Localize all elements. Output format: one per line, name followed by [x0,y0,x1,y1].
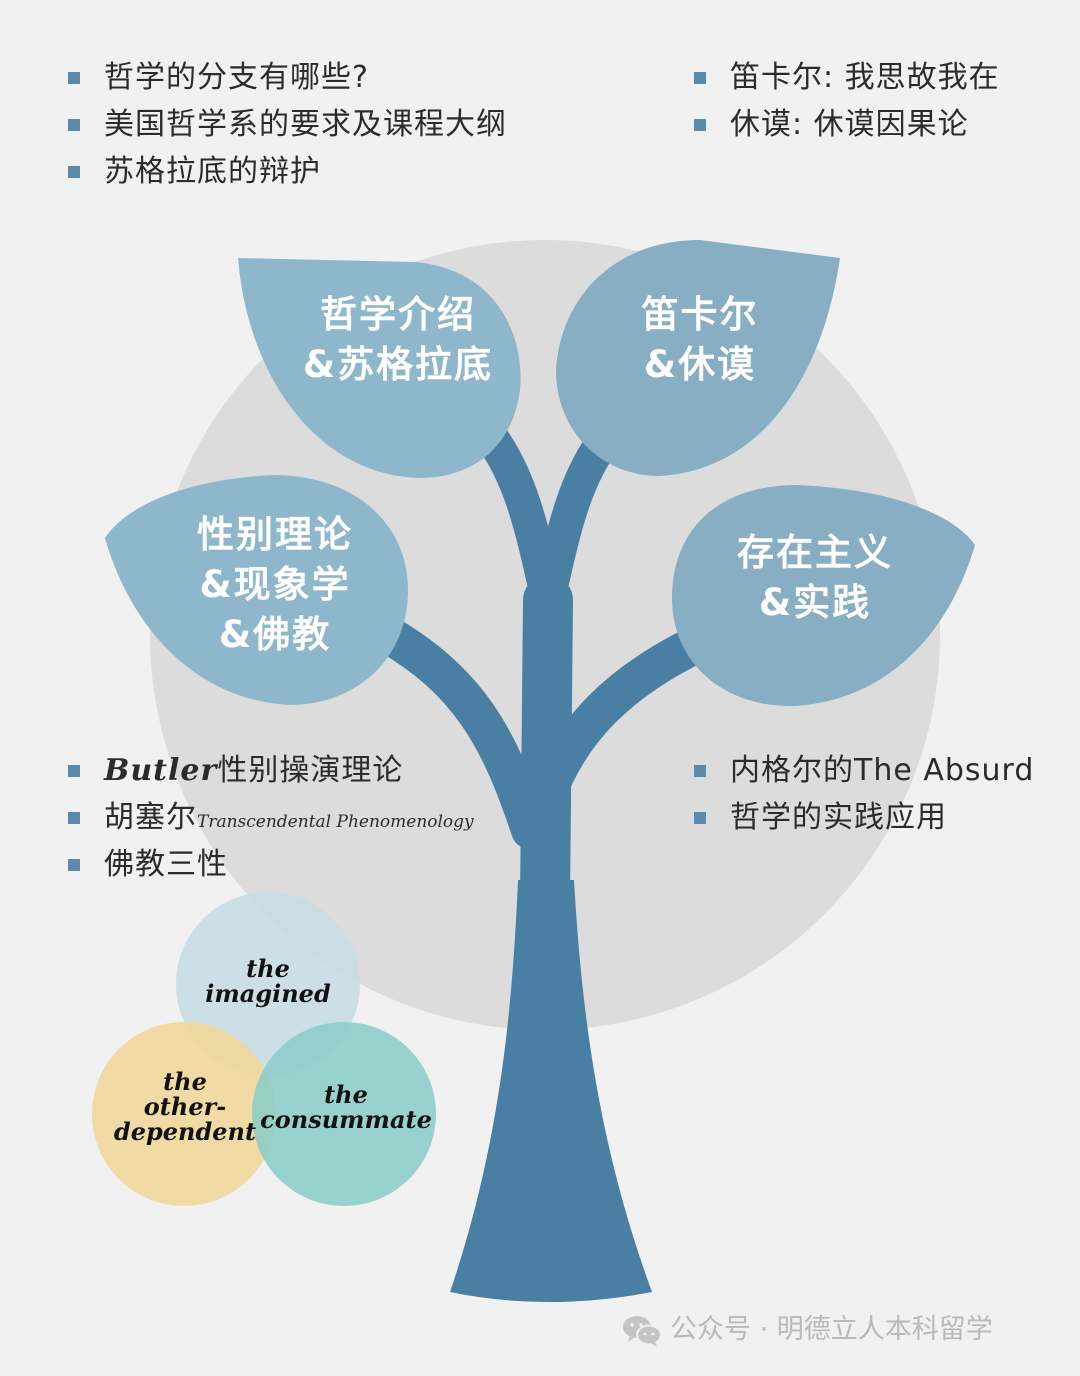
leaf-descartes [556,240,840,476]
list-item: 休谟: 休谟因果论 [694,101,1000,148]
trunk-base [450,880,652,1302]
leaf-intro [238,258,521,478]
bullet-square-icon [68,72,80,84]
leaf-label-line: 哲学介绍 [320,293,476,336]
leaf-existential [672,485,975,707]
leaf-label-line: &实践 [758,581,872,624]
list-item: 哲学的分支有哪些? [68,54,507,101]
venn-label-line: dependent [113,1117,257,1146]
list-item-text: 休谟: 休谟因果论 [730,107,969,142]
venn-label-line: the [163,1067,207,1096]
list-item-text: 笛卡尔: 我思故我在 [730,60,1000,95]
list-item-latin: Transcendental Phenomenology [197,812,474,832]
leaf-label-line: 性别理论 [197,513,353,556]
list-item: 笛卡尔: 我思故我在 [694,54,1000,101]
list-item-text: 性别操演理论 [217,753,404,788]
bullet-square-icon [68,765,80,777]
venn-label-line: the [246,954,290,983]
bullet-square-icon [68,166,80,178]
venn-label-consummate: the consummate [258,1082,434,1132]
leaf-label-line: &苏格拉底 [302,343,494,386]
list-item: 内格尔的The Absurd [694,747,1034,794]
leaf-label-line: &休谟 [643,343,757,386]
leaf-label-existential: 存在主义 &实践 [700,528,930,628]
list-item-text: 佛教三性 [104,847,228,882]
list-item-latin: Butler [104,753,218,788]
bullet-square-icon [68,119,80,131]
bullet-square-icon [694,765,706,777]
list-item-text: 美国哲学系的要求及课程大纲 [104,107,507,142]
bullet-square-icon [694,812,706,824]
bullet-square-icon [68,859,80,871]
leaf-label-line: 笛卡尔 [641,293,759,336]
venn-label-line: other- [143,1092,227,1121]
top-left-list: 哲学的分支有哪些? 美国哲学系的要求及课程大纲 苏格拉底的辩护 [68,54,507,195]
list-item: 佛教三性 [68,841,474,888]
leaf-label-intro: 哲学介绍 &苏格拉底 [268,290,528,390]
leaf-label-gender: 性别理论 &现象学 &佛教 [155,510,395,660]
bullet-square-icon [694,119,706,131]
watermark: 公众号 · 明德立人本科留学 [622,1308,993,1352]
list-item: 哲学的实践应用 [694,794,1034,841]
tree-trunk [361,403,724,925]
venn-label-line: the [324,1080,368,1109]
bullet-square-icon [694,72,706,84]
venn-diagram [92,892,436,1206]
leaf-label-line: &现象学 [199,563,351,606]
list-item-text: 胡塞尔 [104,800,197,835]
list-item-text: 哲学的分支有哪些? [104,60,369,95]
wechat-icon [623,1315,662,1347]
leaf-label-line: 存在主义 [737,531,893,574]
venn-circle-consummate [252,1022,436,1206]
venn-circle-other-dependent [92,1022,276,1206]
list-item-text: 苏格拉底的辩护 [104,154,321,189]
venn-label-imagined: the imagined [188,956,348,1006]
leaf-label-descartes: 笛卡尔 &休谟 [590,290,810,390]
top-right-list: 笛卡尔: 我思故我在 休谟: 休谟因果论 [694,54,1000,148]
bottom-left-list: Butler性别操演理论 胡塞尔Transcendental Phenomeno… [68,747,474,888]
bottom-right-list: 内格尔的The Absurd 哲学的实践应用 [694,747,1034,841]
leaf-gender [105,475,408,705]
venn-label-line: imagined [205,979,331,1008]
list-item-text: 哲学的实践应用 [730,800,947,835]
list-item: 美国哲学系的要求及课程大纲 [68,101,507,148]
bullet-square-icon [68,812,80,824]
list-item: Butler性别操演理论 [68,747,474,794]
venn-label-other-dependent: the other- dependent [100,1069,270,1144]
list-item-text: 内格尔的The Absurd [730,753,1035,788]
watermark-text: 公众号 · 明德立人本科留学 [670,1314,993,1345]
leaf-label-line: &佛教 [218,613,332,656]
venn-label-line: consummate [260,1105,432,1134]
list-item: 苏格拉底的辩护 [68,148,507,195]
list-item: 胡塞尔Transcendental Phenomenology [68,794,474,841]
